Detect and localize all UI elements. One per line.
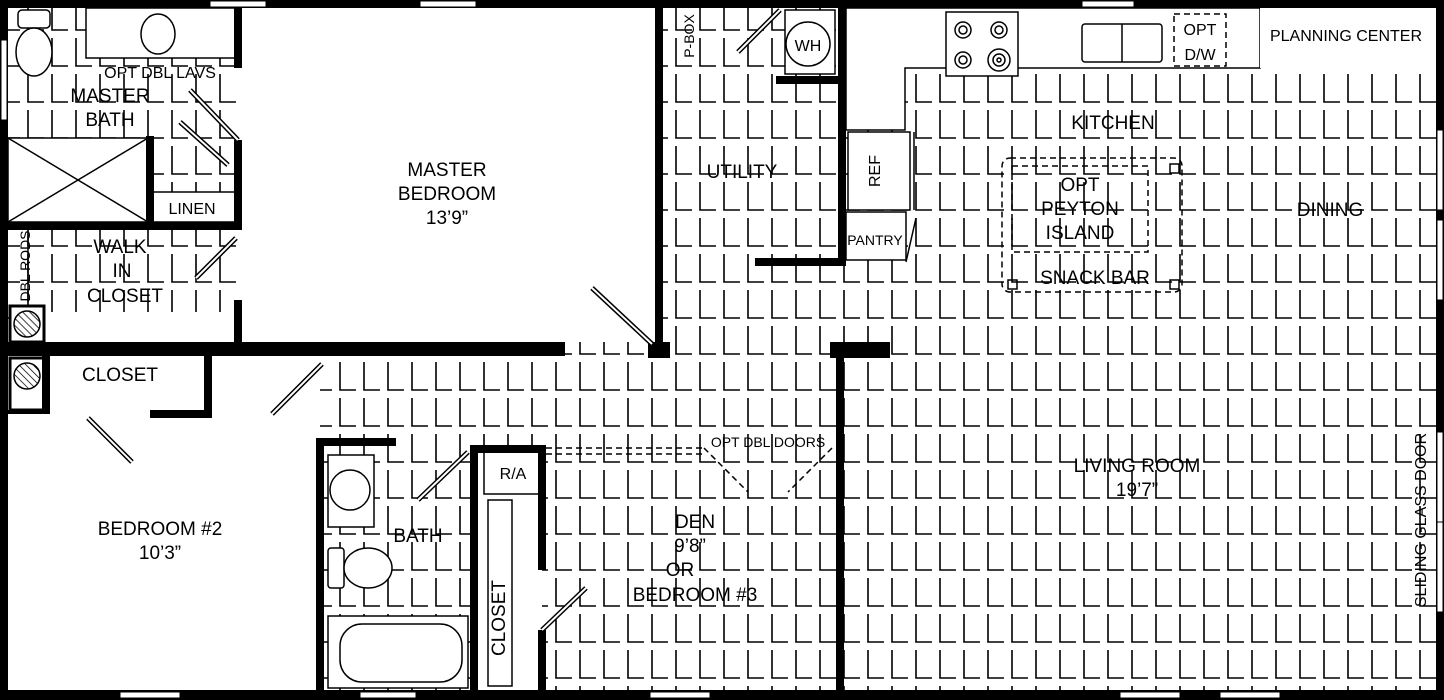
burner-icons <box>954 21 1011 72</box>
label-walk: WALK <box>93 237 146 258</box>
label-dbl-rods: DBL RODS <box>17 230 33 301</box>
label-opt-dw-2: D/W <box>1184 47 1216 64</box>
sink-icon <box>140 13 176 55</box>
label-master-bath-1: MASTER <box>70 86 149 107</box>
bath-toilet-icon <box>343 547 393 589</box>
label-linen: LINEN <box>168 201 215 218</box>
label-den-size: 9’8” <box>674 536 706 557</box>
label-utility: UTILITY <box>707 162 778 183</box>
label-master-bath-2: BATH <box>85 110 134 131</box>
opt-island <box>1001 157 1183 293</box>
master-bedroom-floor <box>242 8 655 342</box>
label-opt-dw-1: OPT <box>1184 22 1217 39</box>
refrigerator <box>847 131 911 211</box>
label-island-2: PEYTON <box>1041 199 1119 220</box>
label-planning-center: PLANNING CENTER <box>1270 28 1422 45</box>
label-wh: WH <box>795 38 822 55</box>
label-island-3: ISLAND <box>1046 223 1115 244</box>
opt-dishwasher <box>1173 13 1227 67</box>
label-in: IN <box>113 261 132 282</box>
label-p-box: P-BOX <box>681 14 697 58</box>
label-ref: REF <box>867 155 884 187</box>
label-living-room: LIVING ROOM <box>1074 456 1201 477</box>
return-air <box>483 451 543 495</box>
label-island-1: OPT <box>1060 175 1099 196</box>
label-den: DEN <box>675 512 715 533</box>
bath-sink-icon <box>329 469 371 511</box>
label-opt-dbl-doors: OPT DBL DOORS <box>711 434 825 450</box>
label-pantry: PANTRY <box>847 232 903 248</box>
label-ra: R/A <box>500 466 527 483</box>
doors <box>86 8 833 632</box>
toilet-tank <box>17 9 51 29</box>
water-heater <box>785 21 831 67</box>
label-closet: CLOSET <box>87 286 163 307</box>
walk-in-shelf <box>48 312 236 342</box>
label-opt-dbl-lavs: OPT DBL LAVS <box>104 65 216 82</box>
label-bedroom2-size: 10’3” <box>139 543 181 564</box>
label-bath: BATH <box>393 526 442 547</box>
label-or: OR <box>666 560 695 581</box>
label-dining: DINING <box>1297 200 1364 221</box>
label-living-room-size: 19’7” <box>1116 480 1158 501</box>
column-icon <box>13 310 41 338</box>
label-sliding-glass-door: SLIDING GLASS DOOR <box>1413 433 1430 607</box>
label-master-bedroom-size: 13’9” <box>426 208 468 229</box>
toilet-icon <box>15 27 53 77</box>
label-bedroom3: BEDROOM #3 <box>633 585 758 606</box>
label-master-bedroom-2: BEDROOM <box>398 184 496 205</box>
label-bedroom2: BEDROOM #2 <box>98 519 223 540</box>
label-closet-bed2: CLOSET <box>82 365 158 386</box>
label-kitchen: KITCHEN <box>1071 113 1154 134</box>
label-master-bedroom-1: MASTER <box>407 160 486 181</box>
label-snack-bar: SNACK BAR <box>1040 268 1150 289</box>
label-closet-den: CLOSET <box>489 580 510 656</box>
pantry <box>845 211 907 261</box>
bed2-closet-floor <box>48 380 208 412</box>
